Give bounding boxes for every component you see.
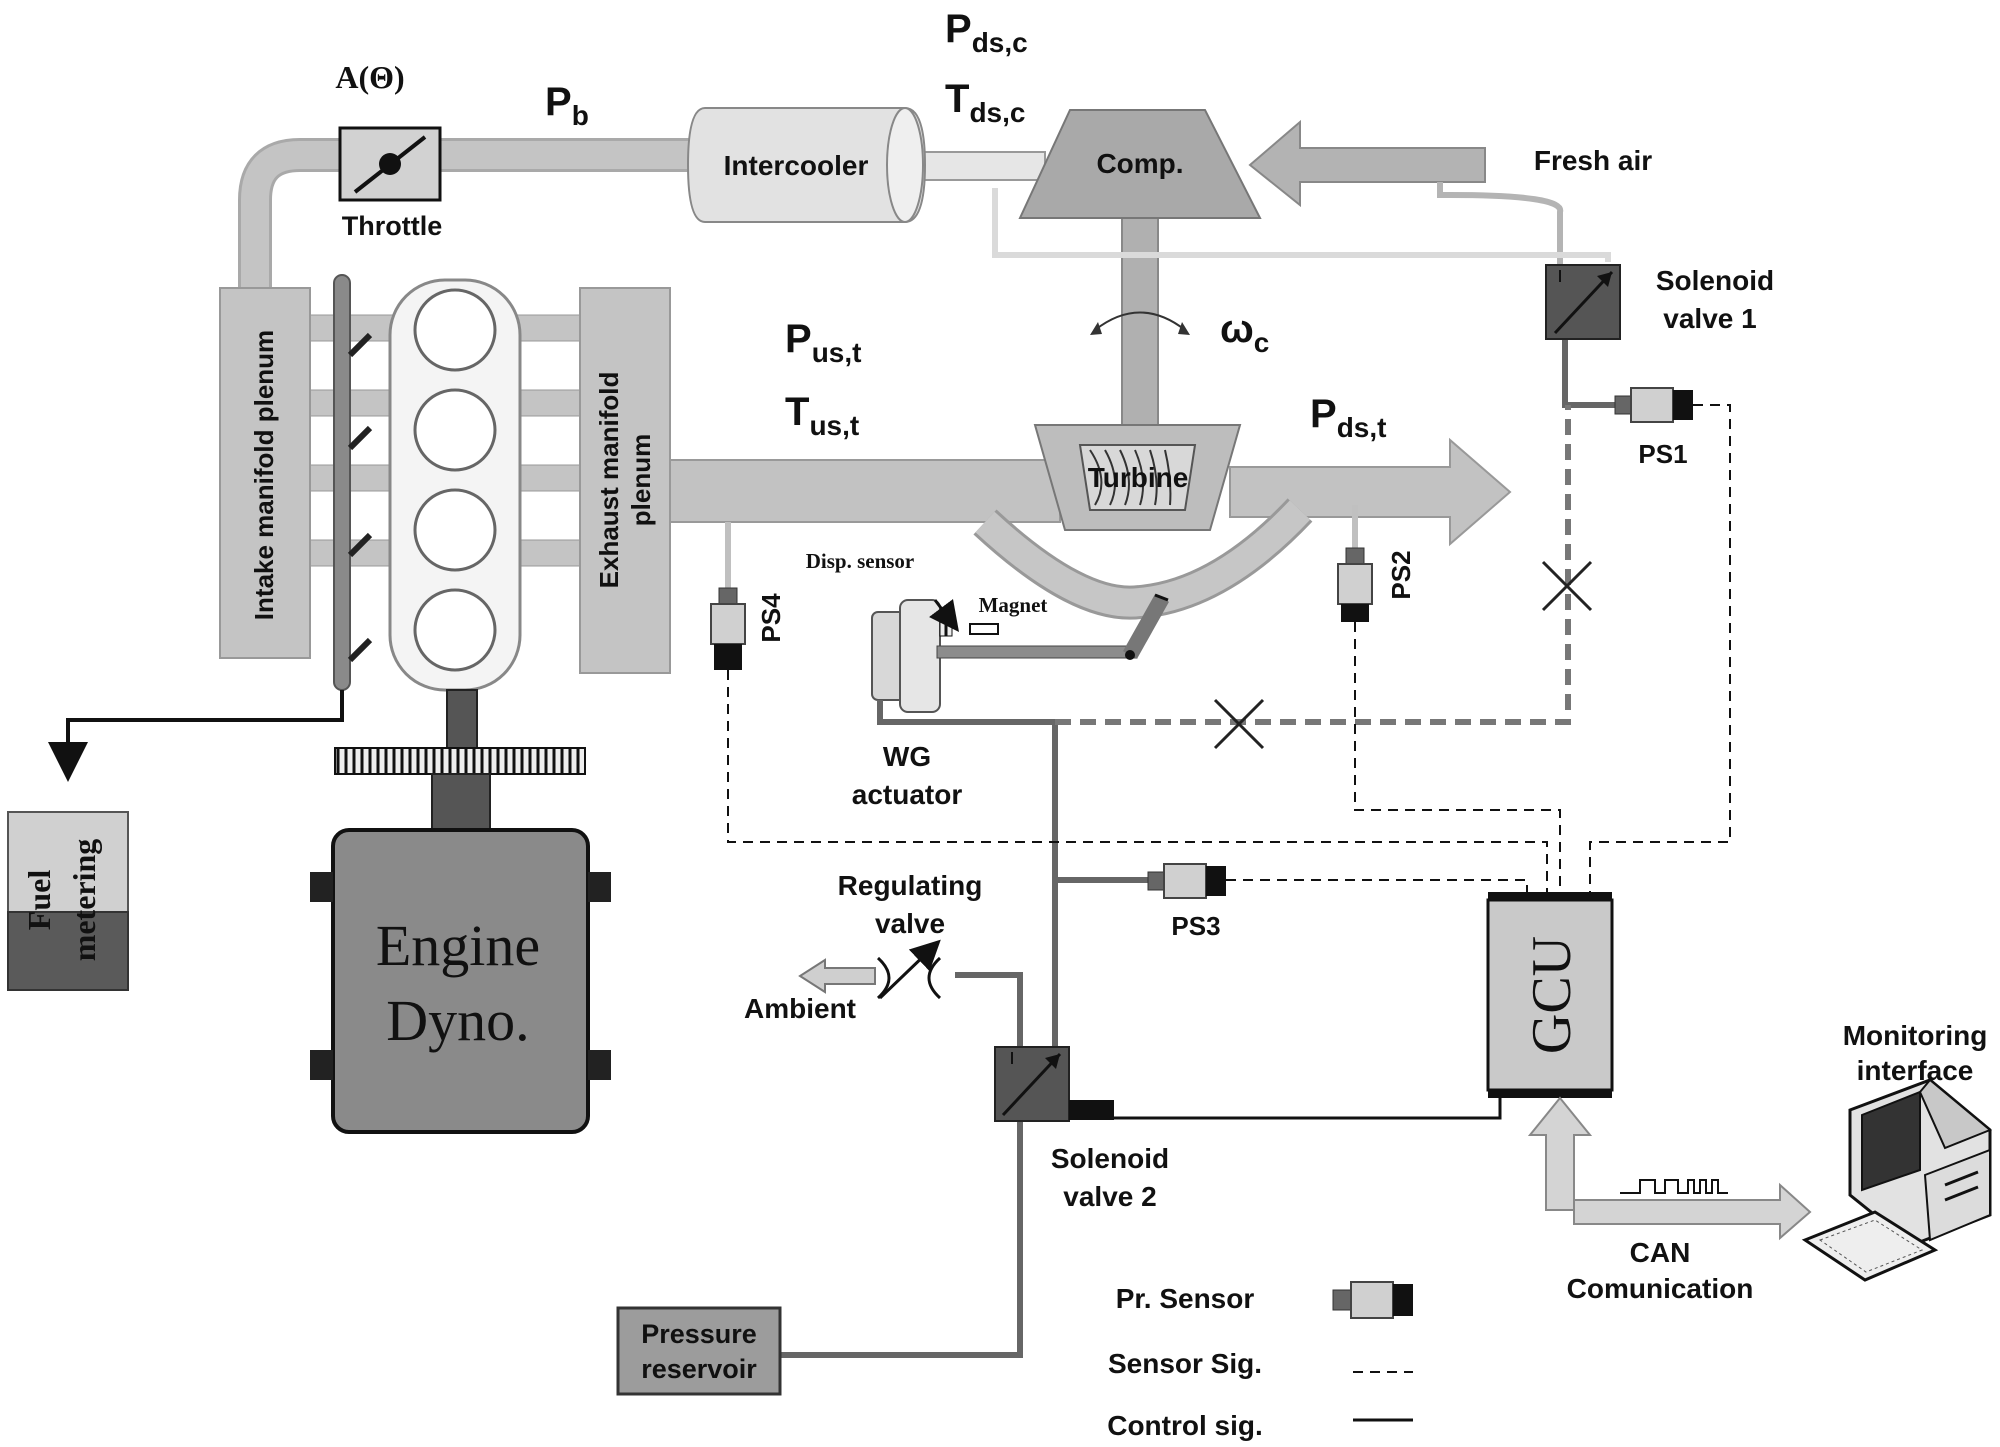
turbine-label: Turbine xyxy=(1088,462,1189,493)
var-tust: Tus,t xyxy=(785,390,859,441)
fresh-air-label: Fresh air xyxy=(1534,145,1652,176)
cylinder xyxy=(413,388,497,472)
wg-actuator-label-2: actuator xyxy=(852,779,963,810)
exhaust-plenum-label-2: plenum xyxy=(626,434,656,526)
magnet-label: Magnet xyxy=(979,593,1048,617)
control-signal-line xyxy=(1114,1098,1502,1120)
wg-actuator-label-1: WG xyxy=(883,741,931,772)
engine-block xyxy=(388,278,522,692)
cylinder xyxy=(413,588,497,672)
shaft-rotation-icon xyxy=(1090,311,1190,335)
pressure-reservoir: Pressure reservoir xyxy=(616,1306,782,1396)
fuel-metering-label-2: metering xyxy=(66,839,102,962)
cylinder xyxy=(413,288,497,372)
exhaust-plenum-label-1: Exhaust manifold xyxy=(594,372,624,589)
engine-dyno-label-2: Dyno. xyxy=(386,988,529,1053)
disp-sensor-target xyxy=(939,621,953,637)
solenoid-2-label-1: Solenoid xyxy=(1051,1143,1169,1174)
var-pb: Pb xyxy=(545,80,589,131)
fuel-line xyxy=(48,690,344,782)
turbo-shaft xyxy=(1121,217,1159,429)
solenoid-2-label-2: valve 2 xyxy=(1063,1181,1156,1212)
engine-dyno-label-1: Engine xyxy=(376,913,540,978)
regulating-valve-label-1: Regulating xyxy=(838,870,983,901)
solenoid-valve-2: Solenoid valve 2 xyxy=(994,1046,1169,1212)
can-label-2: Comunication xyxy=(1567,1273,1754,1304)
solenoid-valve-1: Solenoid valve 1 xyxy=(1545,264,1774,340)
intake-pipe xyxy=(238,138,700,290)
var-omega: ωc xyxy=(1220,307,1269,358)
gcu: GCU xyxy=(1486,892,1614,1098)
regulating-valve-label-2: valve xyxy=(875,908,945,939)
disp-sensor-label: Disp. sensor xyxy=(806,549,915,573)
variable-labels: Pb Pds,c Tds,c Pus,t Tus,t Pds,t ωc xyxy=(545,7,1386,443)
compressor: Comp. xyxy=(1018,109,1262,219)
gcu-label: GCU xyxy=(1521,936,1583,1054)
throttle-area-label: A(Θ) xyxy=(335,59,404,95)
wastegate-actuator: Disp. sensor Magnet WG actuator xyxy=(806,549,1169,810)
intercooler: Intercooler xyxy=(686,107,927,223)
solenoid-1-label-2: valve 1 xyxy=(1663,303,1756,334)
turbine: Turbine xyxy=(1033,424,1242,531)
fuel-metering: Fuel metering xyxy=(7,811,129,991)
engine-dyno: Engine Dyno. xyxy=(310,689,611,1134)
ambient-arrow-icon: Ambient xyxy=(744,958,876,1024)
legend: Pr. Sensor Sensor Sig. Control sig. xyxy=(1107,1281,1413,1441)
legend-pr-sensor: Pr. Sensor xyxy=(1116,1283,1255,1314)
monitoring-label-1: Monitoring xyxy=(1843,1020,1988,1051)
compressor-outlet-pipe xyxy=(904,151,1046,181)
reservoir-label-1: Pressure xyxy=(641,1319,757,1349)
monitoring-label-2: interface xyxy=(1857,1055,1974,1086)
ps1-label: PS1 xyxy=(1638,439,1687,469)
throttle-label: Throttle xyxy=(342,211,443,241)
pressure-sensor-ps2: PS2 xyxy=(1337,547,1416,622)
pressure-sensor-ps3: PS3 xyxy=(1147,863,1226,941)
magnet-icon xyxy=(969,623,999,635)
fuel-rail xyxy=(333,274,373,691)
compressor-label: Comp. xyxy=(1096,148,1183,179)
var-pdsc: Pds,c xyxy=(945,7,1028,58)
flywheel xyxy=(334,747,586,775)
legend-sensor-sig: Sensor Sig. xyxy=(1108,1348,1262,1379)
cylinder xyxy=(413,488,497,572)
solenoid-1-label-1: Solenoid xyxy=(1656,265,1774,296)
blocked-line-cross-icon xyxy=(1213,560,1593,750)
intake-manifold-plenum: Intake manifold plenum xyxy=(219,287,311,659)
pressure-sensor-ps1: PS1 xyxy=(1614,387,1693,469)
sensor-signal-lines xyxy=(727,404,1731,895)
ps3-label: PS3 xyxy=(1171,911,1220,941)
legend-control-sig: Control sig. xyxy=(1107,1410,1263,1441)
can-bus: CAN Comunication xyxy=(1527,1096,1812,1304)
wastegate-bypass xyxy=(973,498,1313,620)
regulating-valve: Regulating valve xyxy=(838,870,983,1000)
fresh-air-arrow xyxy=(1248,119,1486,208)
ambient-label: Ambient xyxy=(744,993,856,1024)
can-label-1: CAN xyxy=(1630,1237,1691,1268)
intercooler-label: Intercooler xyxy=(724,150,869,181)
fuel-metering-label-1: Fuel xyxy=(21,870,57,931)
var-pdst: Pds,t xyxy=(1310,392,1386,443)
injector-icon xyxy=(347,332,373,663)
intake-plenum-label: Intake manifold plenum xyxy=(249,330,279,620)
var-tdsc: Tds,c xyxy=(945,77,1025,128)
exhaust-manifold-plenum: Exhaust manifold plenum xyxy=(579,287,671,674)
computer-icon: Monitoring interface xyxy=(1801,1020,1992,1282)
reservoir-label-2: reservoir xyxy=(641,1354,757,1384)
exhaust-pipe xyxy=(664,437,1512,547)
pneumatic-lines xyxy=(725,182,1615,1358)
ps4-label: PS4 xyxy=(756,593,786,643)
var-pust: Pus,t xyxy=(785,317,861,368)
pressure-sensor-ps4: PS4 xyxy=(710,587,786,670)
ps2-label: PS2 xyxy=(1386,550,1416,599)
throttle: Throttle A(Θ) xyxy=(335,59,442,241)
